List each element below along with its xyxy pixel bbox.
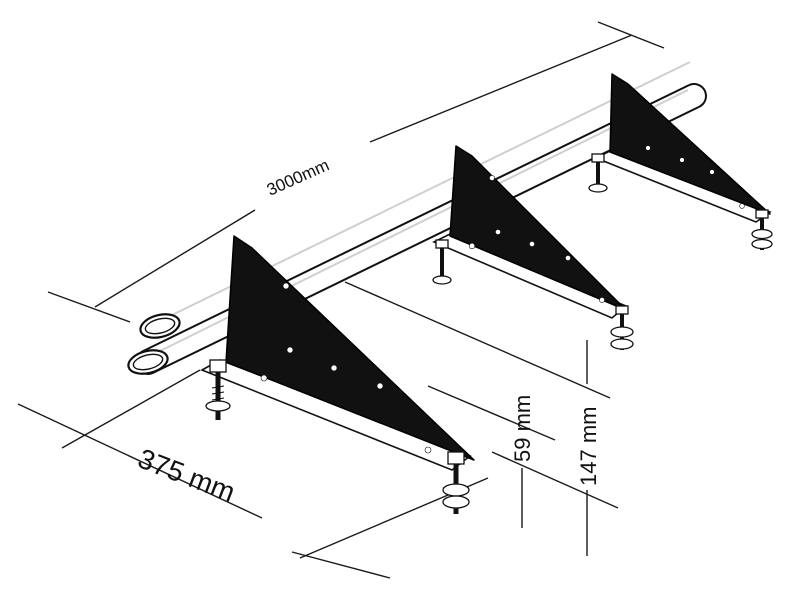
length-label: 3000mm [264,155,332,199]
bolt-icon [588,153,608,193]
bolt-icon [205,359,231,420]
bracket-back [588,73,773,250]
bolt-icon [610,305,634,350]
depth-dimension [17,369,489,579]
bracket-middle [432,145,634,350]
bolt-icon [751,209,773,250]
tube-height-high-label: 147 mm [576,407,601,486]
bracket-front [200,235,475,514]
tube-height-low-label: 59 mm [510,395,535,462]
lower-tube-end [127,349,169,375]
upper-tube-end [139,313,181,339]
depth-label: 375 mm [134,443,240,508]
height-dimension [344,281,619,556]
bolt-icon [442,451,470,514]
bolt-icon [432,239,452,285]
length-dimension [47,21,665,323]
